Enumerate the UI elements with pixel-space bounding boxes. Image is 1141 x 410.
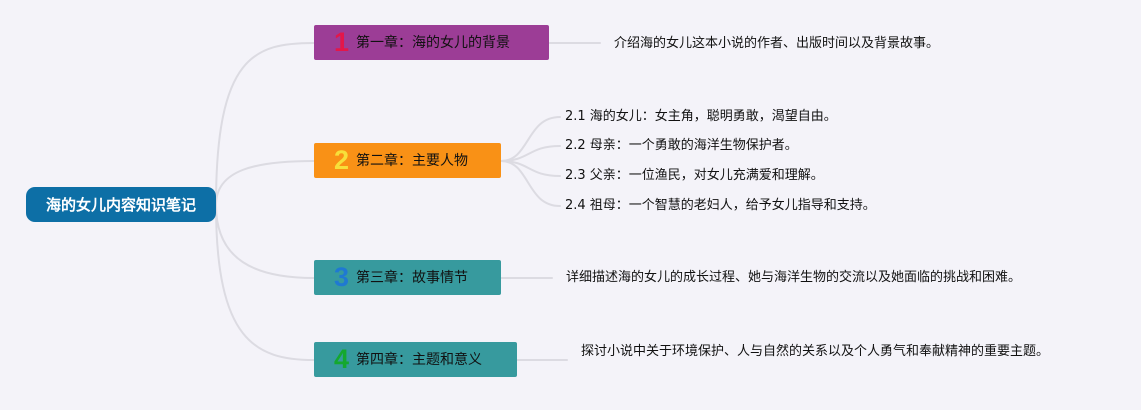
chapter-2-title: 第二章：主要人物: [356, 152, 468, 169]
chapter-3-node[interactable]: 3 第三章：故事情节: [314, 260, 501, 295]
chapter-2-note-4: 2.4 祖母：一个智慧的老妇人，给予女儿指导和支持。: [565, 198, 876, 213]
chapter-2-note-2: 2.2 母亲：一个勇敢的海洋生物保护者。: [565, 138, 798, 153]
number-2-icon: 2: [333, 145, 350, 175]
root-topic[interactable]: 海的女儿内容知识笔记: [26, 187, 216, 222]
link-chapter-2-note-1: [500, 116, 561, 162]
chapter-2-note-3: 2.3 父亲：一位渔民，对女儿充满爱和理解。: [565, 168, 824, 183]
root-topic-label: 海的女儿内容知识笔记: [45, 196, 196, 214]
link-root-chapter-4: [215, 204, 315, 361]
chapter-4-title: 第四章：主题和意义: [356, 351, 482, 368]
chapter-1-node[interactable]: 1 第一章：海的女儿的背景: [314, 25, 549, 60]
chapter-2-note-1: 2.1 海的女儿：女主角，聪明勇敢，渴望自由。: [565, 109, 837, 124]
chapter-4-node[interactable]: 4 第四章：主题和意义: [314, 342, 517, 377]
chapter-1-note: 介绍海的女儿这本小说的作者、出版时间以及背景故事。: [614, 36, 940, 51]
link-root-chapter-2: [215, 160, 315, 206]
number-3-icon: 3: [333, 262, 350, 292]
number-1-icon: 1: [333, 27, 350, 57]
chapter-2-node[interactable]: 2 第二章：主要人物: [314, 143, 501, 178]
chapter-3-title: 第三章：故事情节: [356, 269, 468, 286]
chapter-4-note: 探讨小说中关于环境保护、人与自然的关系以及个人勇气和奉献精神的重要主题。: [581, 344, 1050, 359]
link-root-chapter-3: [215, 204, 315, 279]
number-4-icon: 4: [333, 344, 350, 374]
chapter-1-title: 第一章：海的女儿的背景: [356, 34, 510, 51]
link-chapter-2-note-4: [500, 160, 561, 207]
chapter-3-note: 详细描述海的女儿的成长过程、她与海洋生物的交流以及她面临的挑战和困难。: [566, 270, 1022, 285]
link-root-chapter-1: [215, 42, 315, 206]
